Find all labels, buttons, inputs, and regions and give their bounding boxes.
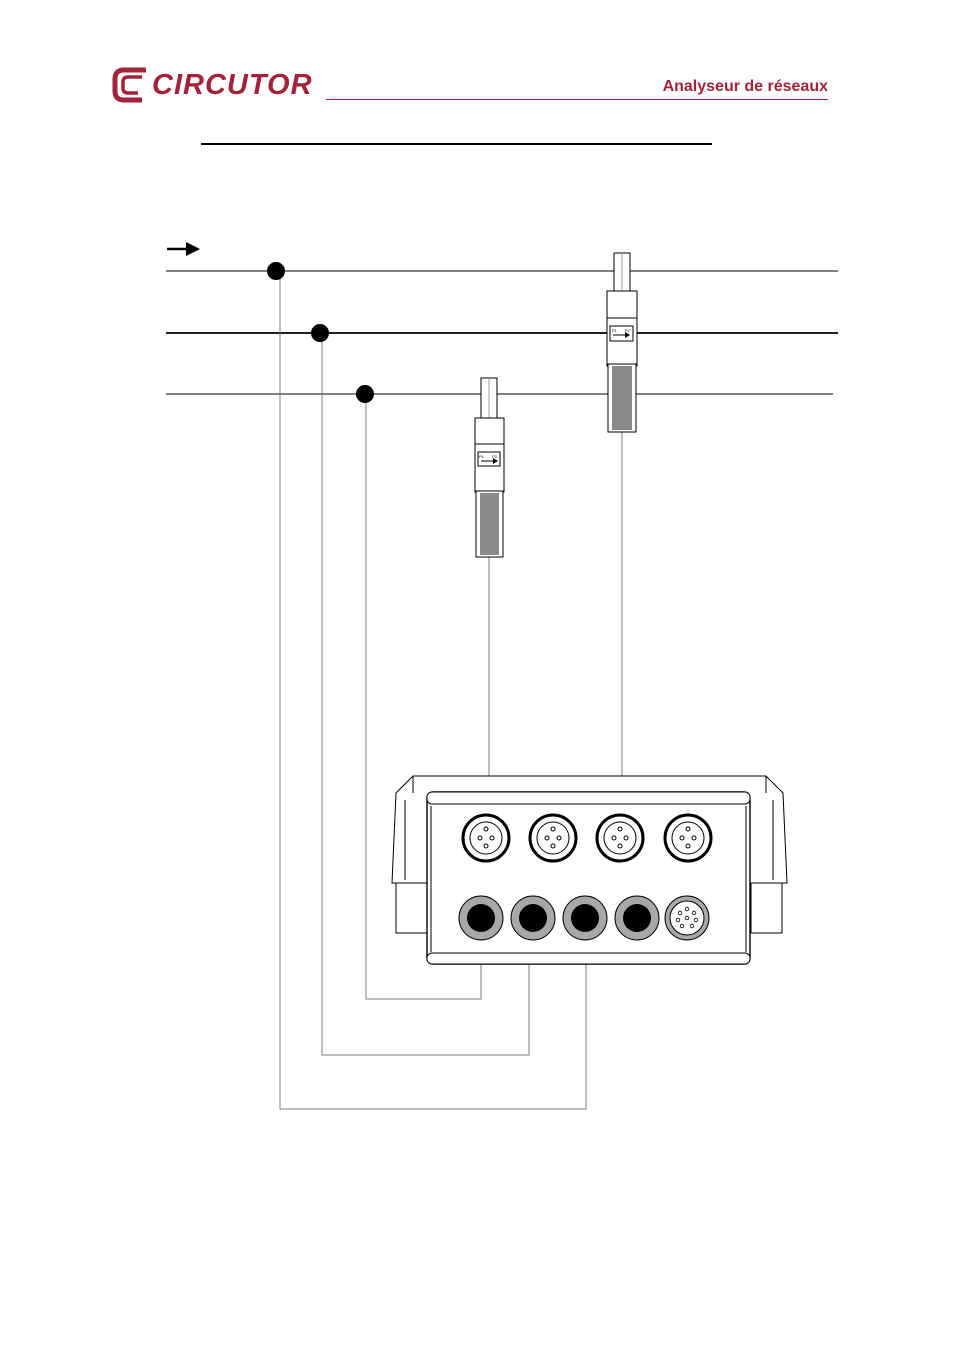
tap-point-2	[311, 324, 329, 342]
clamp-a-label-p2: P2	[492, 454, 498, 459]
tap-point-1	[267, 262, 285, 280]
current-connector-3[interactable]	[595, 813, 645, 863]
title-rule	[201, 143, 712, 145]
brand-name: CIRCUTOR	[152, 69, 313, 101]
current-connector-2[interactable]	[528, 813, 578, 863]
clamp-a-label-p1: P1	[479, 454, 485, 459]
circutor-logo: CIRCUTOR	[112, 66, 312, 104]
voltage-wire-3	[365, 394, 482, 1000]
document-title: Analyseur de réseaux	[662, 78, 828, 95]
arrow-right-icon	[167, 242, 200, 256]
circutor-logo-icon	[112, 67, 146, 103]
current-connector-1[interactable]	[461, 813, 511, 863]
header-rule	[326, 99, 828, 100]
voltage-wire-1	[279, 271, 587, 1110]
voltage-socket-3[interactable]	[562, 895, 608, 941]
voltage-wire-2	[321, 333, 530, 1056]
current-connector-4[interactable]	[663, 813, 713, 863]
auxiliary-connector[interactable]	[664, 895, 710, 941]
current-clamp-b: P1 P2	[606, 252, 638, 433]
voltage-socket-1[interactable]	[458, 895, 504, 941]
voltage-socket-2[interactable]	[510, 895, 556, 941]
current-input-connectors	[461, 813, 713, 863]
current-clamp-a: P1 P2	[474, 377, 505, 558]
voltage-input-sockets	[458, 895, 710, 941]
clamp-b-label-p2: P2	[625, 328, 631, 333]
voltage-wires	[279, 271, 623, 1110]
tap-point-3	[356, 385, 374, 403]
clamp-b-label-p1: P1	[612, 328, 618, 333]
voltage-socket-4[interactable]	[614, 895, 660, 941]
